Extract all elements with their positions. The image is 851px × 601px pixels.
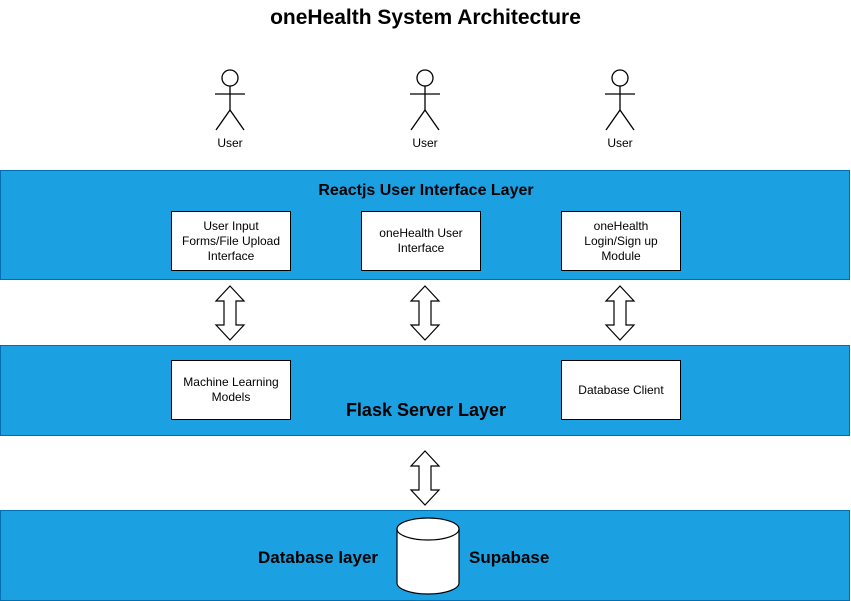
- bidirectional-arrow-icon: [409, 285, 441, 341]
- user-actor-2: User: [395, 68, 455, 152]
- database-cylinder-icon: [396, 517, 460, 595]
- database-layer: Database layer Supabase: [0, 510, 850, 601]
- server-layer-title: Flask Server Layer: [345, 400, 507, 420]
- server-layer: Machine Learning Models Database Client …: [0, 345, 850, 436]
- user-actor-label: User: [412, 136, 438, 150]
- database-layer-title: Database layer: [258, 548, 379, 567]
- user-actor-1: User: [200, 68, 260, 152]
- database-client-box: Database Client: [561, 360, 681, 420]
- diagram-title: oneHealth System Architecture: [270, 6, 581, 29]
- bidirectional-arrow-icon: [214, 285, 246, 341]
- bidirectional-arrow-icon: [604, 285, 636, 341]
- user-input-forms-box: User Input Forms/File Upload Interface: [171, 211, 291, 271]
- user-icon: [215, 69, 245, 131]
- supabase-label: Supabase: [469, 548, 550, 567]
- user-actor-label: User: [607, 136, 633, 150]
- onehealth-user-interface-box: oneHealth User Interface: [361, 211, 481, 271]
- user-actor-label: User: [217, 136, 243, 150]
- login-signup-module-box: oneHealth Login/Sign up Module: [561, 211, 681, 271]
- machine-learning-models-box: Machine Learning Models: [171, 360, 291, 420]
- bidirectional-arrow-icon: [409, 450, 441, 506]
- user-icon: [410, 69, 440, 131]
- user-actor-3: User: [590, 68, 650, 152]
- ui-layer: Reactjs User Interface Layer User Input …: [0, 170, 850, 280]
- user-icon: [605, 69, 635, 131]
- ui-layer-title: Reactjs User Interface Layer: [318, 182, 534, 199]
